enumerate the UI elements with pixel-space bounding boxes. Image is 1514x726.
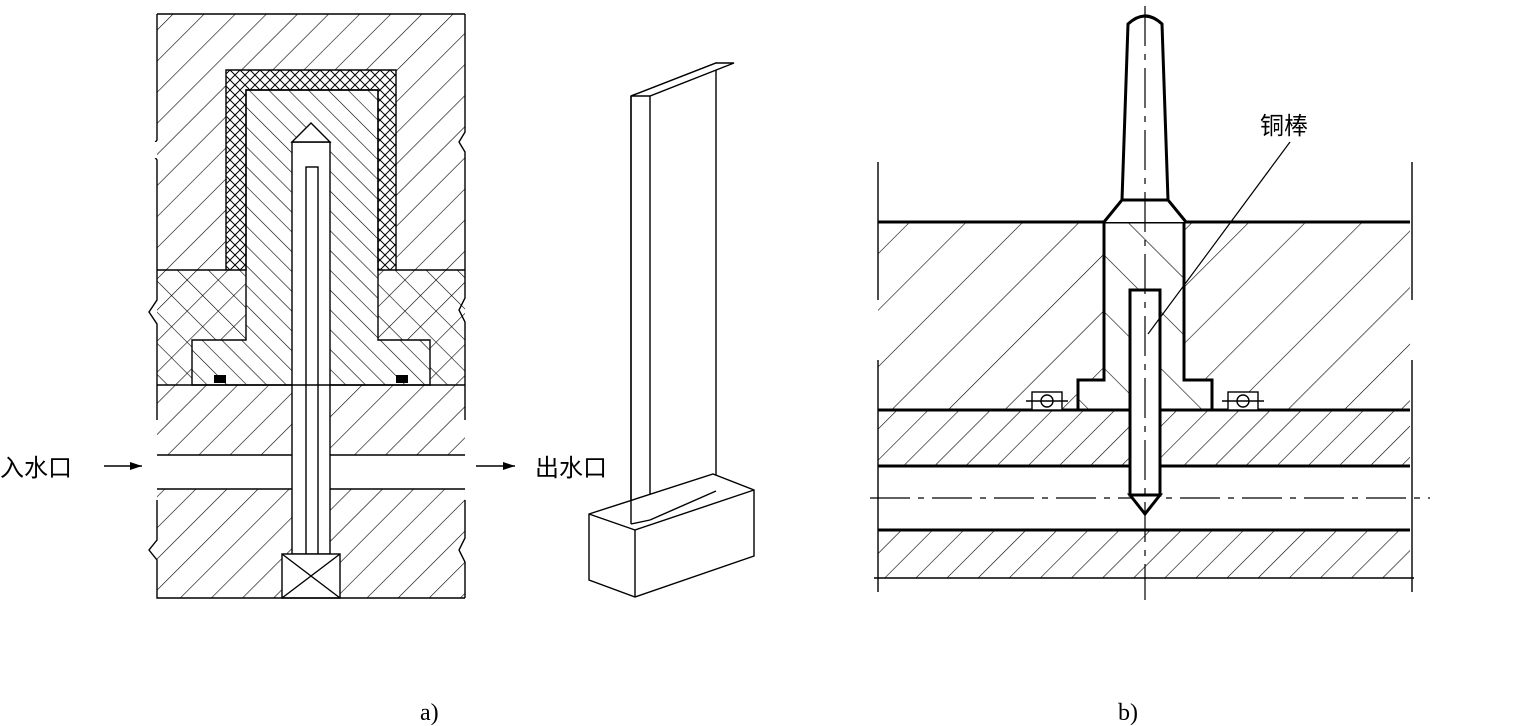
baffle-plate xyxy=(305,166,319,555)
seal-ring xyxy=(214,375,226,383)
baffle-3d-view xyxy=(588,61,755,598)
caption-a: a) xyxy=(420,700,439,726)
break-mask xyxy=(148,142,157,158)
outlet-label: 出水口 xyxy=(535,454,607,482)
inlet-arrow-icon xyxy=(130,462,142,470)
figure-b-section: 铜棒 b) xyxy=(870,6,1430,726)
inlet-label: 入水口 xyxy=(0,454,72,482)
seal-ring xyxy=(396,375,408,383)
outlet-arrow-icon xyxy=(503,462,515,470)
seal-ring xyxy=(1222,391,1264,411)
bore-tip xyxy=(290,122,332,143)
caption-b: b) xyxy=(1118,700,1138,726)
figure-a-section: 入水口 出水口 a) xyxy=(0,13,755,726)
leader-line xyxy=(1147,141,1291,335)
lower-plate-bottom xyxy=(878,530,1410,578)
rod-label: 铜棒 xyxy=(1260,112,1308,140)
seal-ring xyxy=(1026,391,1068,411)
